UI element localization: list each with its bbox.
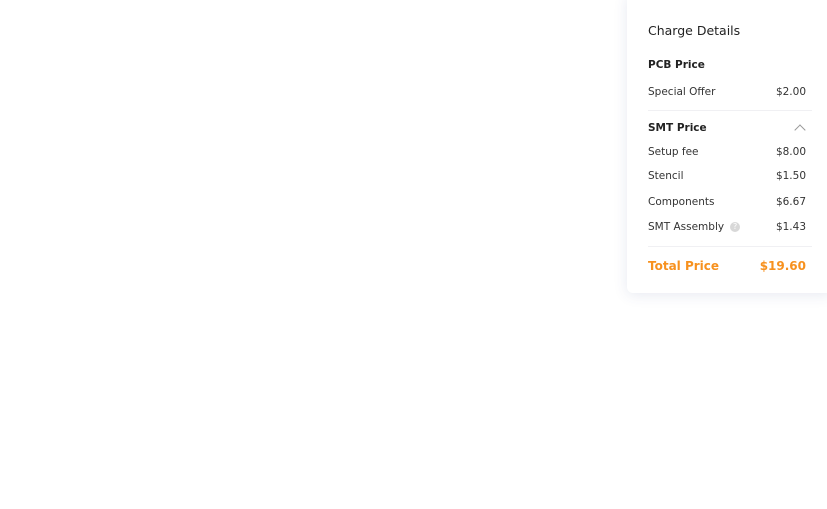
item-label: Setup fee: [648, 146, 699, 158]
divider: [648, 110, 812, 111]
item-value: $6.67: [775, 196, 806, 208]
price-row: Special Offer $2.00: [648, 86, 806, 98]
item-label: SMT Assembly: [648, 221, 725, 233]
total-row: Total Price $19.60: [648, 259, 806, 273]
item-label: Special Offer: [648, 86, 716, 98]
help-icon[interactable]: ?: [730, 222, 741, 232]
section-label: PCB Price: [648, 59, 705, 71]
item-value: $1.50: [775, 170, 806, 182]
item-label: Components: [648, 196, 715, 208]
total-label: Total Price: [648, 259, 720, 273]
item-label: Stencil: [648, 170, 684, 182]
card-title: Charge Details: [648, 23, 741, 38]
chevron-up-icon[interactable]: [794, 124, 806, 136]
item-value: $8.00: [775, 146, 806, 158]
pcb-price-header: PCB Price: [648, 59, 806, 71]
section-label: SMT Price: [648, 122, 707, 134]
smt-price-header[interactable]: SMT Price: [648, 122, 806, 136]
item-value: $1.43: [775, 221, 806, 233]
item-value: $2.00: [775, 86, 806, 98]
divider: [648, 246, 812, 247]
price-row: Stencil $1.50: [648, 170, 806, 182]
price-row: Setup fee $8.00: [648, 146, 806, 158]
price-row: SMT Assembly? $1.43: [648, 221, 806, 233]
total-value: $19.60: [759, 259, 806, 273]
charge-details-card: Charge Details PCB Price Special Offer $…: [627, 0, 827, 293]
price-row: Components $6.67: [648, 196, 806, 208]
